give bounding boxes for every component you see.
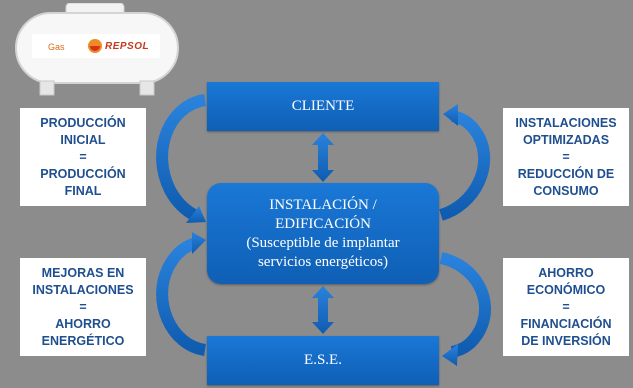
double-arrow-cliente-instalacion — [312, 133, 334, 182]
note-line: FINAL — [64, 183, 102, 198]
note-ahorro-economico: AHORRO ECONÓMICO = FINANCIACIÓN DE INVER… — [503, 258, 629, 356]
note-line: = — [79, 299, 87, 314]
note-line: INICIAL — [60, 132, 106, 147]
note-line: REDUCCIÓN DE — [517, 166, 615, 181]
note-instalaciones-optimizadas: INSTALACIONES OPTIMIZADAS = REDUCCIÓN DE… — [503, 108, 629, 206]
cliente-label: CLIENTE — [291, 98, 355, 114]
note-line: AHORRO — [55, 316, 111, 331]
instalacion-line-2: EDIFICACIÓN — [275, 215, 371, 232]
note-line: INSTALACIONES — [515, 115, 617, 130]
note-line: OPTIMIZADAS — [522, 132, 610, 147]
note-line: PRODUCCIÓN — [40, 115, 126, 130]
note-line: CONSUMO — [533, 183, 599, 198]
note-line: ENERGÉTICO — [41, 333, 125, 348]
curved-arrow-bottom-right — [439, 252, 491, 366]
instalacion-box: INSTALACIÓN / EDIFICACIÓN (Susceptible d… — [207, 183, 439, 284]
note-line: = — [562, 149, 570, 164]
note-line: INSTALACIONES — [32, 282, 134, 297]
gas-logo-text: Gas — [48, 42, 65, 52]
ese-box: E.S.E. — [207, 336, 439, 385]
note-line: PRODUCCIÓN — [40, 166, 126, 181]
note-line: ECONÓMICO — [526, 282, 606, 297]
cliente-box: CLIENTE — [207, 82, 439, 131]
note-produccion: PRODUCCIÓN INICIAL = PRODUCCIÓN FINAL — [20, 108, 146, 206]
note-line: MEJORAS EN — [41, 265, 125, 280]
instalacion-line-3: (Susceptible de implantar — [246, 234, 400, 251]
note-line: = — [79, 149, 87, 164]
note-line: AHORRO — [538, 265, 594, 280]
instalacion-line-4: servicios energéticos) — [257, 253, 389, 270]
note-line: DE INVERSIÓN — [521, 333, 611, 348]
instalacion-line-1: INSTALACIÓN / — [269, 196, 377, 213]
ese-label: E.S.E. — [304, 352, 342, 368]
curved-arrow-top-right — [438, 104, 491, 221]
note-mejoras: MEJORAS EN INSTALACIONES = AHORRO ENERGÉ… — [20, 258, 146, 356]
curved-arrow-top-left — [156, 94, 207, 223]
note-line: = — [562, 299, 570, 314]
curved-arrow-bottom-left — [156, 232, 207, 356]
note-line: FINANCIACIÓN — [520, 316, 612, 331]
double-arrow-instalacion-ese — [312, 286, 334, 334]
repsol-logo-text: REPSOL — [105, 41, 150, 52]
gas-tank-illustration: Gas REPSOL — [10, 2, 185, 101]
